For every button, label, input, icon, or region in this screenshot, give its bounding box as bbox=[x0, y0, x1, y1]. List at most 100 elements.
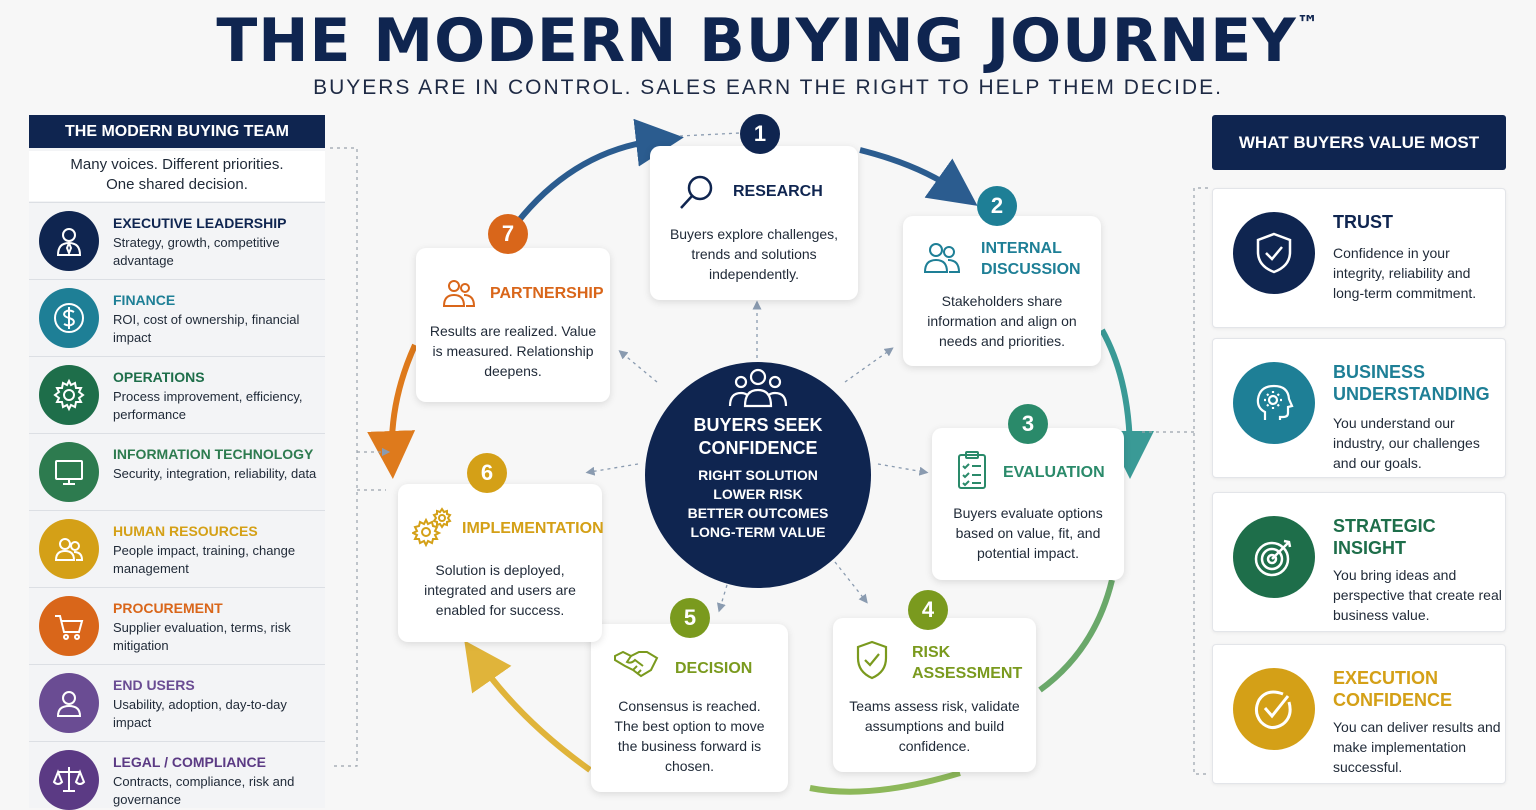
buying-team-heading: THE MODERN BUYING TEAM bbox=[29, 115, 325, 148]
center-points: RIGHT SOLUTION LOWER RISK BETTER OUTCOME… bbox=[645, 466, 871, 542]
stage-title: RISK ASSESSMENT bbox=[912, 644, 1023, 682]
shield-check-icon bbox=[1233, 212, 1315, 294]
value-desc: You can deliver results and make impleme… bbox=[1333, 719, 1501, 775]
team-desc: Contracts, compliance, risk and governan… bbox=[113, 774, 295, 807]
buying-team-intro: Many voices. Different priorities. One s… bbox=[29, 151, 325, 201]
executive-icon bbox=[39, 211, 99, 271]
intro-line-2: One shared decision. bbox=[106, 176, 248, 193]
value-card-strategic-insight: STRATEGIC INSIGHT You bring ideas and pe… bbox=[1212, 492, 1506, 632]
team-desc: Security, integration, reliability, data bbox=[113, 466, 317, 481]
stage-number-badge: 4 bbox=[908, 590, 948, 630]
value-card-execution-confidence: EXECUTION CONFIDENCE You can deliver res… bbox=[1212, 644, 1506, 784]
team-row-legal: LEGAL / COMPLIANCE Contracts, compliance… bbox=[29, 741, 325, 810]
head-gear-icon bbox=[1233, 362, 1315, 444]
team-desc: People impact, training, change manageme… bbox=[113, 543, 296, 576]
value-card-trust: TRUST Confidence in your integrity, reli… bbox=[1212, 188, 1506, 328]
team-name: INFORMATION TECHNOLOGY bbox=[113, 446, 314, 462]
group-icon bbox=[728, 368, 788, 408]
value-desc: You understand our industry, our challen… bbox=[1333, 415, 1480, 471]
value-name: STRATEGIC INSIGHT bbox=[1333, 516, 1436, 558]
stage-title: RESEARCH bbox=[733, 183, 823, 200]
stage-desc: Results are realized. Value is measured.… bbox=[429, 323, 597, 379]
stage-title: INTERNAL DISCUSSION bbox=[981, 238, 1091, 280]
team-desc: Process improvement, efficiency, perform… bbox=[113, 389, 303, 422]
value-desc: You bring ideas and perspective that cre… bbox=[1333, 567, 1502, 623]
team-row-it: INFORMATION TECHNOLOGY Security, integra… bbox=[29, 433, 325, 509]
stage-decision: DECISION Consensus is reached. The best … bbox=[591, 624, 788, 792]
stage-number-badge: 6 bbox=[467, 453, 507, 493]
team-row-end-users: END USERS Usability, adoption, day-to-da… bbox=[29, 664, 325, 740]
value-name: EXECUTION CONFIDENCE bbox=[1333, 668, 1453, 710]
stage-desc: Buyers explore challenges, trends and so… bbox=[669, 226, 839, 282]
team-row-hr: HUMAN RESOURCES People impact, training,… bbox=[29, 510, 325, 586]
value-desc: Confidence in your integrity, reliabilit… bbox=[1333, 245, 1477, 301]
team-desc: Strategy, growth, competitive advantage bbox=[113, 235, 280, 268]
stage-title-text: INTERNAL DISCUSSION bbox=[981, 240, 1081, 278]
team-row-finance: FINANCE ROI, cost of ownership, financia… bbox=[29, 279, 325, 355]
center-heading: BUYERS SEEK CONFIDENCE bbox=[645, 414, 871, 460]
team-name: EXECUTIVE LEADERSHIP bbox=[113, 215, 287, 231]
center-heading-line-2: CONFIDENCE bbox=[698, 438, 818, 458]
handshake-icon bbox=[614, 650, 659, 678]
stage-research: RESEARCH Buyers explore challenges, tren… bbox=[650, 146, 858, 300]
gears-icon bbox=[412, 507, 452, 548]
stage-title: DECISION bbox=[675, 660, 753, 677]
center-point: RIGHT SOLUTION bbox=[698, 467, 818, 483]
stage-internal-discussion: INTERNAL DISCUSSION Stakeholders share i… bbox=[903, 216, 1101, 366]
magnifier-icon bbox=[680, 175, 713, 209]
shield-check-icon bbox=[856, 640, 888, 680]
stage-desc: Solution is deployed, integrated and use… bbox=[424, 562, 576, 618]
team-name: HUMAN RESOURCES bbox=[113, 523, 258, 539]
stage-title: EVALUATION bbox=[1003, 464, 1105, 481]
people-icon bbox=[39, 519, 99, 579]
center-point: LONG-TERM VALUE bbox=[690, 524, 826, 540]
value-name: BUSINESS UNDERSTANDING bbox=[1333, 362, 1490, 404]
stage-desc: Stakeholders share information and align… bbox=[927, 293, 1077, 349]
stage-desc: Buyers evaluate options based on value, … bbox=[953, 505, 1103, 561]
stage-desc: Teams assess risk, validate assumptions … bbox=[849, 698, 1020, 754]
stage-risk-assessment: RISK ASSESSMENT Teams assess risk, valid… bbox=[833, 618, 1036, 772]
value-name: TRUST bbox=[1333, 212, 1393, 232]
buyer-values-heading: WHAT BUYERS VALUE MOST bbox=[1212, 115, 1506, 170]
scales-icon bbox=[39, 750, 99, 810]
center-point: BETTER OUTCOMES bbox=[687, 505, 829, 521]
team-name: OPERATIONS bbox=[113, 369, 205, 385]
page-title: THE MODERN BUYING JOURNEY™ bbox=[0, 6, 1536, 76]
team-desc: Supplier evaluation, terms, risk mitigat… bbox=[113, 620, 291, 653]
team-row-executive: EXECUTIVE LEADERSHIP Strategy, growth, c… bbox=[29, 202, 325, 278]
team-name: LEGAL / COMPLIANCE bbox=[113, 754, 266, 770]
stage-evaluation: EVALUATION Buyers evaluate options based… bbox=[932, 428, 1124, 580]
team-name: PROCUREMENT bbox=[113, 600, 223, 616]
stage-number-badge: 7 bbox=[488, 214, 528, 254]
stage-implementation: IMPLEMENTATION Solution is deployed, int… bbox=[398, 484, 604, 642]
page-subtitle: BUYERS ARE IN CONTROL. SALES EARN THE RI… bbox=[313, 76, 1223, 99]
stage-title: PARTNERSHIP bbox=[490, 285, 604, 302]
dollar-icon bbox=[39, 288, 99, 348]
value-card-business-understanding: BUSINESS UNDERSTANDING You understand ou… bbox=[1212, 338, 1506, 478]
stage-title: IMPLEMENTATION bbox=[462, 520, 604, 537]
target-icon bbox=[1233, 516, 1315, 598]
team-desc: Usability, adoption, day-to-day impact bbox=[113, 697, 287, 730]
title-text: THE MODERN BUYING JOURNEY bbox=[216, 6, 1297, 76]
center-buyers-seek-confidence: BUYERS SEEK CONFIDENCE RIGHT SOLUTION LO… bbox=[645, 362, 871, 588]
trademark-symbol: ™ bbox=[1296, 12, 1320, 37]
monitor-icon bbox=[39, 442, 99, 502]
team-name: END USERS bbox=[113, 677, 195, 693]
center-heading-line-1: BUYERS SEEK bbox=[693, 415, 823, 435]
checklist-icon bbox=[958, 451, 986, 489]
team-name: FINANCE bbox=[113, 292, 176, 308]
people-icon bbox=[442, 280, 476, 307]
team-row-operations: OPERATIONS Process improvement, efficien… bbox=[29, 356, 325, 432]
team-desc: ROI, cost of ownership, financial impact bbox=[113, 312, 300, 345]
intro-line-1: Many voices. Different priorities. bbox=[70, 156, 284, 173]
user-icon bbox=[39, 673, 99, 733]
people-icon bbox=[923, 243, 961, 273]
cart-icon bbox=[39, 596, 99, 656]
gear-icon bbox=[39, 365, 99, 425]
buying-team-panel: THE MODERN BUYING TEAM Many voices. Diff… bbox=[29, 115, 325, 810]
team-row-procurement: PROCUREMENT Supplier evaluation, terms, … bbox=[29, 587, 325, 663]
stage-partnership: PARTNERSHIP Results are realized. Value … bbox=[416, 248, 610, 402]
check-circle-icon bbox=[1233, 668, 1315, 750]
stage-number-badge: 3 bbox=[1008, 404, 1048, 444]
